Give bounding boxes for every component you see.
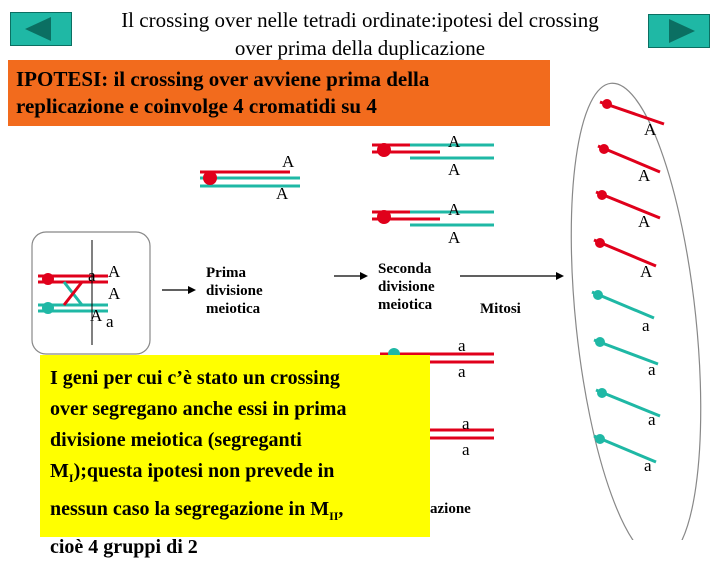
ascus	[551, 77, 720, 540]
ascus-allele-5: a	[642, 316, 650, 336]
allele-A-3: A	[448, 132, 460, 152]
allele-a-3: a	[462, 414, 470, 434]
note-line-6: cioè 4 gruppi di 2	[50, 532, 420, 563]
cell-allele-a-2: a	[106, 312, 114, 332]
note-line-2: over segregano anche essi in prima	[50, 394, 420, 425]
arrow-1	[162, 286, 196, 294]
allele-a-1: a	[458, 336, 466, 356]
ascus-spore-3	[596, 190, 660, 218]
allele-A-4: A	[448, 160, 460, 180]
arrow-3	[460, 272, 564, 280]
chromatid-pair-3	[372, 210, 494, 225]
note-line-5: nessun caso la segregazione in MII,	[50, 494, 420, 532]
note-line-4: MI);questa ipotesi non prevede in	[50, 456, 420, 494]
cell-allele-A-2: A	[108, 284, 120, 304]
hypothesis-box: IPOTESI: il crossing over avviene prima …	[8, 60, 550, 126]
ascus-spore-2	[598, 144, 660, 172]
allele-a-2: a	[458, 362, 466, 382]
allele-a-4: a	[462, 440, 470, 460]
note-line-3: divisione meiotica (segreganti	[50, 425, 420, 456]
ascus-allele-6: a	[648, 360, 656, 380]
crossing-cell	[32, 232, 150, 354]
allele-A-2: A	[276, 184, 288, 204]
allele-A-6: A	[448, 228, 460, 248]
arrow-2	[334, 272, 368, 280]
cell-allele-A-3: A	[90, 306, 102, 326]
note-box: I geni per cui c’è stato un crossing ove…	[40, 355, 430, 537]
ascus-allele-8: a	[644, 456, 652, 476]
allele-A-5: A	[448, 200, 460, 220]
cell-allele-a-1: a	[88, 266, 96, 286]
ascus-allele-7: a	[648, 410, 656, 430]
allele-A-1: A	[282, 152, 294, 172]
ascus-allele-3: A	[638, 212, 650, 232]
label-seconda-divisione: Seconda divisione meiotica	[378, 260, 458, 314]
ascus-allele-4: A	[640, 262, 652, 282]
cell-allele-A-1: A	[108, 262, 120, 282]
label-mitosi: Mitosi	[480, 300, 521, 318]
ascus-allele-2: A	[638, 166, 650, 186]
chromatid-pair-2	[372, 143, 494, 158]
label-prima-divisione: Prima divisione meiotica	[206, 264, 296, 318]
label-hidden-tail: azione	[430, 500, 471, 518]
note-line-1: I geni per cui c’è stato un crossing	[50, 363, 420, 394]
ascus-spore-5	[592, 290, 654, 318]
ascus-allele-1: A	[644, 120, 656, 140]
